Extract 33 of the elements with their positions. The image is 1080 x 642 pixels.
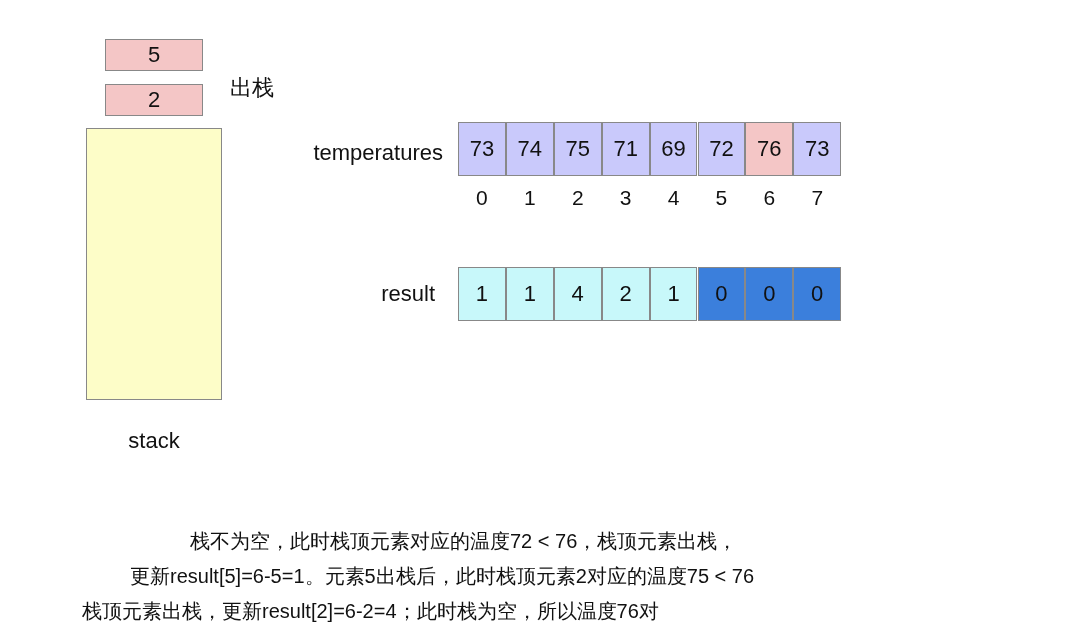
array-cell: 1	[505, 267, 554, 321]
index-number: 3	[618, 186, 633, 210]
array-cell: 76	[745, 122, 794, 176]
array-cell: 72	[697, 122, 746, 176]
index-number: 5	[714, 186, 729, 210]
array-name: temperatures	[312, 140, 443, 166]
stack-label: stack	[127, 428, 181, 454]
popped-element-box: 5	[105, 39, 203, 71]
popped-element-box: 2	[105, 84, 203, 116]
array-cell: 0	[793, 267, 842, 321]
caption-line: 更新result[5]=6-5=1。元素5出栈后，此时栈顶元素2对应的温度75 < 76	[130, 564, 755, 589]
index-number: 1	[523, 186, 537, 210]
caption-line: 栈不为空，此时栈顶元素对应的温度72 < 76，栈顶元素出栈，	[190, 529, 738, 554]
caption-line: 栈顶元素出栈，更新result[2]=6-2=4；此时栈为空，所以温度76对	[82, 599, 659, 624]
index-number: 2	[570, 186, 585, 210]
array-name: result	[380, 281, 435, 307]
array-cell: 0	[697, 267, 746, 321]
array-cell: 69	[649, 122, 698, 176]
array-cell: 0	[745, 267, 794, 321]
array-cell: 74	[505, 122, 554, 176]
index-number: 6	[762, 186, 777, 210]
array-cell: 73	[793, 122, 842, 176]
array-cell: 1	[649, 267, 698, 321]
array-cell: 73	[458, 122, 506, 176]
index-number: 0	[475, 186, 489, 210]
array-cell: 4	[553, 267, 602, 321]
array-cell: 71	[601, 122, 650, 176]
array-cell: 1	[458, 267, 506, 321]
index-number: 4	[666, 186, 681, 210]
pop-label: 出栈	[230, 74, 274, 102]
array-cell: 75	[553, 122, 602, 176]
array-cell: 2	[601, 267, 650, 321]
index-number: 7	[810, 186, 825, 210]
